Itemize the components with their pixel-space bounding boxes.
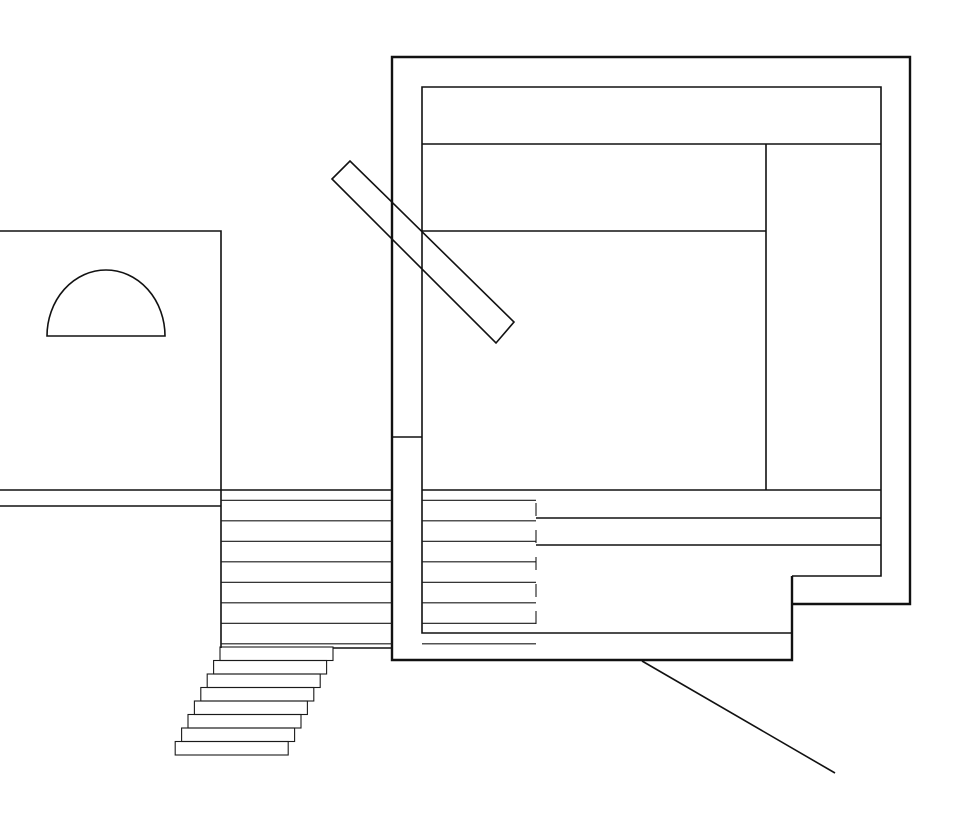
left-wall-outline bbox=[0, 230, 222, 490]
frame-outer-bottom bbox=[390, 490, 794, 662]
diagonal-tail bbox=[641, 660, 836, 774]
frame-inner-edge bbox=[421, 86, 882, 577]
lower-stair-tread bbox=[193, 700, 308, 716]
lower-stair-tread bbox=[219, 646, 334, 662]
tail-line bbox=[641, 660, 836, 774]
frame-outer-edge bbox=[390, 55, 912, 606]
lower-stair-tread bbox=[206, 673, 321, 689]
ground-lines bbox=[0, 489, 392, 648]
lower-stair-tread bbox=[200, 686, 315, 702]
diagonal-beam bbox=[330, 159, 516, 345]
beam-outline bbox=[330, 159, 516, 345]
frame-inner-bottom bbox=[421, 490, 792, 634]
lower-stair-tread bbox=[181, 727, 296, 743]
square-frame bbox=[390, 55, 912, 662]
lower-stair bbox=[174, 646, 334, 756]
upper-stair bbox=[221, 499, 537, 645]
lower-stair-tread bbox=[213, 659, 328, 675]
arched-window bbox=[46, 269, 166, 337]
left-wall bbox=[0, 230, 222, 490]
lower-stair-tread bbox=[187, 713, 302, 729]
frame-interior bbox=[422, 143, 881, 546]
lower-stair-tread bbox=[174, 740, 289, 756]
